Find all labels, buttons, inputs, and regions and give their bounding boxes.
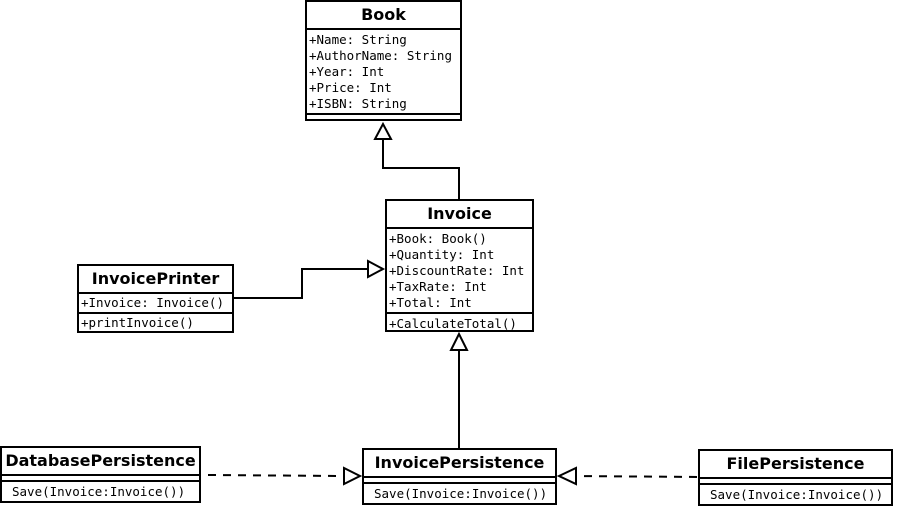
class-invoiceprinter[interactable]: InvoicePrinter +Invoice: Invoice() +prin…	[77, 264, 234, 333]
class-name: Invoice	[387, 201, 532, 229]
operation: +printInvoice()	[81, 315, 194, 330]
arrowhead-invoice-left	[367, 259, 386, 279]
attribute: +Year: Int	[309, 64, 385, 79]
class-invoicepersistence[interactable]: InvoicePersistence Save(Invoice:Invoice(…	[362, 448, 557, 505]
attributes-compartment: +Name: String +AuthorName: String +Year:…	[307, 30, 460, 115]
attributes-compartment	[364, 478, 555, 484]
operation: +CalculateTotal()	[389, 316, 517, 331]
attributes-compartment: +Invoice: Invoice()	[79, 294, 232, 314]
operations-compartment: Save(Invoice:Invoice())	[364, 484, 555, 504]
attribute: +TaxRate: Int	[389, 279, 487, 294]
operation: Save(Invoice:Invoice())	[374, 486, 548, 501]
class-filepersistence[interactable]: FilePersistence Save(Invoice:Invoice())	[698, 449, 893, 506]
edge-databasepersistence-to-invoicepersistence	[207, 474, 345, 477]
class-book[interactable]: Book +Name: String +AuthorName: String +…	[305, 0, 462, 121]
class-name: Book	[307, 2, 460, 30]
attribute: +Total: Int	[389, 295, 472, 310]
attributes-compartment	[2, 476, 199, 482]
attribute: +ISBN: String	[309, 96, 407, 111]
operations-compartment: +CalculateTotal()	[387, 314, 532, 334]
arrowhead-invoice-bottom	[449, 331, 469, 351]
class-name: DatabasePersistence	[2, 448, 199, 476]
attribute: +Name: String	[309, 32, 407, 47]
attribute: +Book: Book()	[389, 231, 487, 246]
attribute: +Quantity: Int	[389, 247, 495, 262]
operation: Save(Invoice:Invoice())	[710, 487, 884, 502]
class-invoice[interactable]: Invoice +Book: Book() +Quantity: Int +Di…	[385, 199, 534, 332]
attribute: +Price: Int	[309, 80, 392, 95]
operations-compartment: +printInvoice()	[79, 314, 232, 333]
arrowhead-invoicepersistence-right	[556, 466, 577, 486]
attribute: +AuthorName: String	[309, 48, 452, 63]
arrowhead-invoicepersistence-left	[343, 466, 363, 486]
class-databasepersistence[interactable]: DatabasePersistence Save(Invoice:Invoice…	[0, 446, 201, 503]
attributes-compartment: +Book: Book() +Quantity: Int +DiscountRa…	[387, 229, 532, 314]
class-name: FilePersistence	[700, 451, 891, 479]
operations-compartment	[307, 115, 460, 121]
attribute: +Invoice: Invoice()	[81, 295, 224, 310]
edge-filepersistence-to-invoicepersistence	[575, 475, 698, 478]
operations-compartment: Save(Invoice:Invoice())	[2, 482, 199, 502]
attributes-compartment	[700, 479, 891, 485]
class-name: InvoicePrinter	[79, 266, 232, 294]
attribute: +DiscountRate: Int	[389, 263, 525, 278]
edge-invoice-to-book	[382, 138, 460, 200]
operations-compartment: Save(Invoice:Invoice())	[700, 485, 891, 505]
operation: Save(Invoice:Invoice())	[12, 484, 186, 499]
edge-invoiceprinter-to-invoice	[233, 268, 368, 299]
arrowhead-book	[373, 121, 393, 140]
class-name: InvoicePersistence	[364, 450, 555, 478]
